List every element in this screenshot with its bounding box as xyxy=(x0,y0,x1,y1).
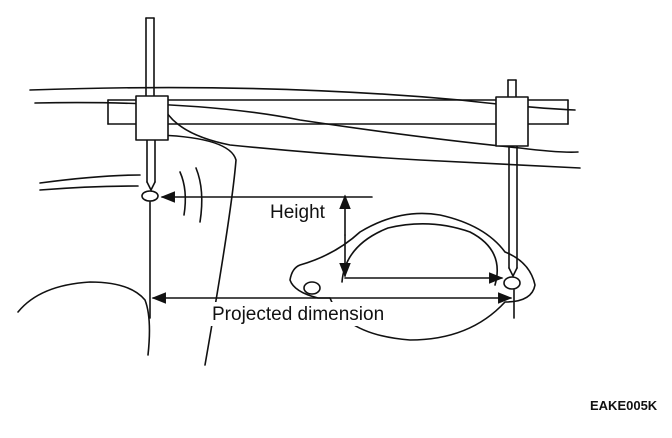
dimension-extension-lines xyxy=(149,201,515,319)
projected-dimension-label: Projected dimension xyxy=(212,304,384,325)
reference-hole xyxy=(141,190,159,202)
height-label: Height xyxy=(270,202,326,223)
projected-label-backdrop xyxy=(208,302,410,326)
height-label-backdrop xyxy=(266,199,332,223)
left-slider-block xyxy=(135,95,169,141)
figure-code-label: EAKE005K xyxy=(590,398,658,413)
tire-contour xyxy=(17,281,151,356)
right-pointer-rod xyxy=(507,79,518,277)
gauge-crossbar xyxy=(107,99,569,125)
left-pointer-rod xyxy=(145,17,156,191)
right-slider-block xyxy=(495,96,529,147)
exhaust-flange xyxy=(289,212,536,341)
